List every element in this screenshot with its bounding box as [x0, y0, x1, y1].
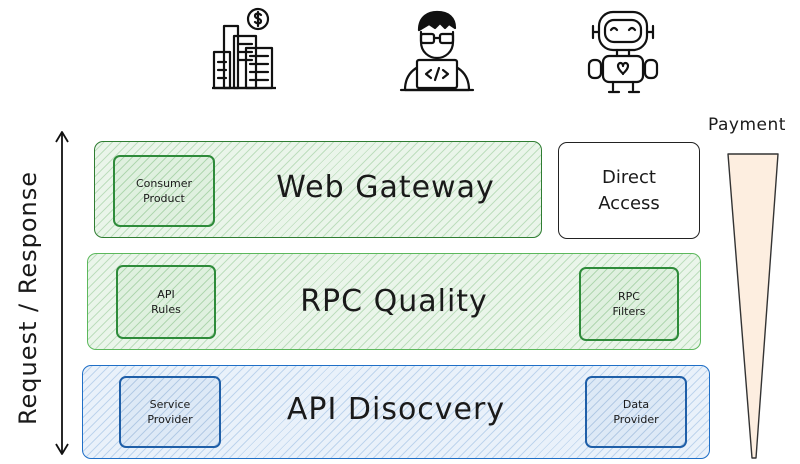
- data-provider-box[interactable]: Data Provider: [585, 376, 687, 448]
- request-response-label: Request / Response: [14, 170, 42, 426]
- payment-funnel: [727, 153, 779, 459]
- rpc-quality-title: RPC Quality: [300, 284, 488, 319]
- rpc-quality-layer[interactable]: API Rules RPC Quality RPC Filters: [87, 253, 701, 350]
- direct-access-box[interactable]: Direct Access: [558, 142, 700, 239]
- developer-laptop-icon: [399, 10, 475, 92]
- request-response-arrow: [55, 131, 69, 455]
- payment-label: Payment: [708, 115, 786, 135]
- robot-icon: [587, 10, 659, 94]
- api-discovery-title: API Disocvery: [286, 392, 506, 427]
- service-provider-box[interactable]: Service Provider: [119, 376, 221, 448]
- consumer-product-box[interactable]: Consumer Product: [113, 155, 215, 227]
- web-gateway-layer[interactable]: Consumer Product Web Gateway: [94, 141, 542, 238]
- rpc-filters-box[interactable]: RPC Filters: [579, 267, 679, 341]
- office-building-dollar-icon: [212, 7, 276, 90]
- api-rules-box[interactable]: API Rules: [116, 265, 216, 339]
- api-discovery-layer[interactable]: Service Provider API Disocvery Data Prov…: [82, 365, 710, 459]
- web-gateway-title: Web Gateway: [276, 170, 495, 205]
